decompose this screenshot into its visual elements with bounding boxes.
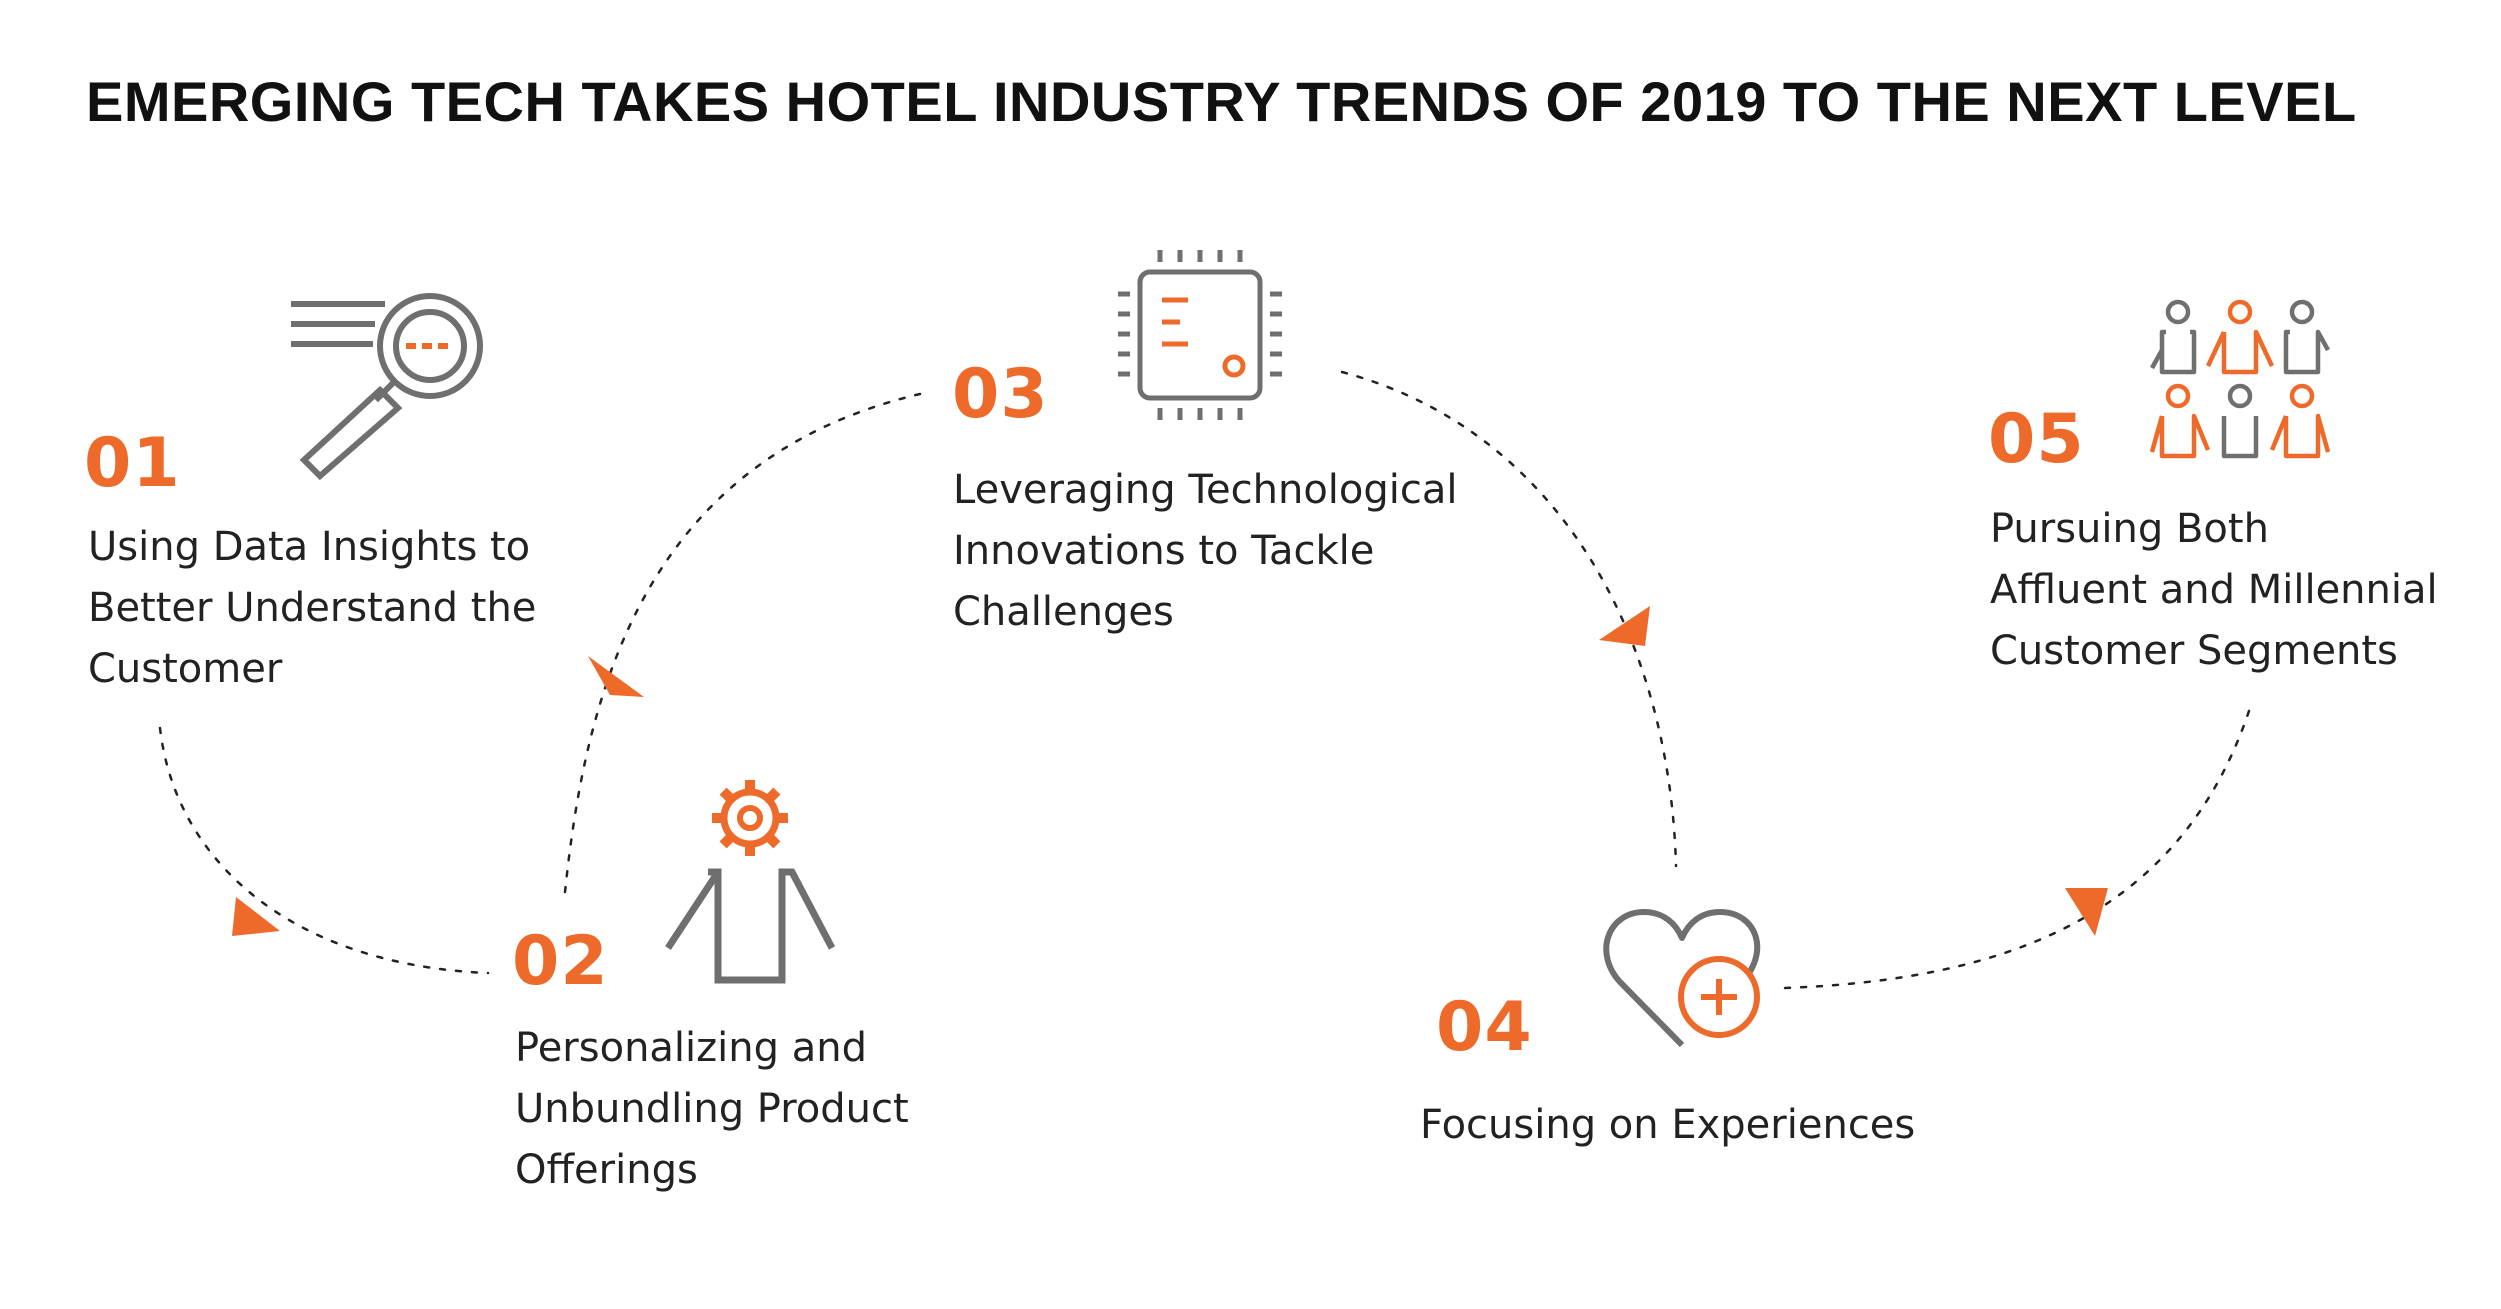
person-gear-icon <box>665 780 836 984</box>
people-group-icon <box>2149 299 2331 459</box>
step-text: Using Data Insights to Better Understand… <box>88 524 537 692</box>
page-title: EMERGING TECH TAKES HOTEL INDUSTRY TREND… <box>86 70 2357 133</box>
arrowhead-3 <box>1599 606 1650 646</box>
step-number: 02 <box>512 922 609 1001</box>
step-number: 05 <box>1988 400 2085 479</box>
gear-icon <box>712 780 788 856</box>
step-text: Focusing on Experiences <box>1420 1102 1916 1148</box>
step-text: Pursuing Both Affluent and Millennial Cu… <box>1990 506 2438 674</box>
step-number: 03 <box>952 355 1049 434</box>
connector-04-05 <box>1783 706 2252 990</box>
arrowhead-2 <box>588 656 644 697</box>
arrowhead-1 <box>232 897 280 936</box>
step-text: Personalizing and Unbundling Product Off… <box>515 1025 909 1193</box>
connector-02-03 <box>563 392 922 894</box>
arrowhead-4 <box>2065 888 2108 936</box>
microchip-icon <box>1118 250 1282 420</box>
step-number: 04 <box>1436 988 1533 1067</box>
step-number: 01 <box>84 424 181 503</box>
connector-01-02 <box>158 726 490 975</box>
connector-03-04 <box>1340 370 1678 868</box>
arrowheads <box>232 606 2108 936</box>
step-text: Leveraging Technological Innovations to … <box>953 467 1458 635</box>
magnifier-search-icon <box>291 293 483 481</box>
heart-plus-icon <box>1603 909 1761 1048</box>
